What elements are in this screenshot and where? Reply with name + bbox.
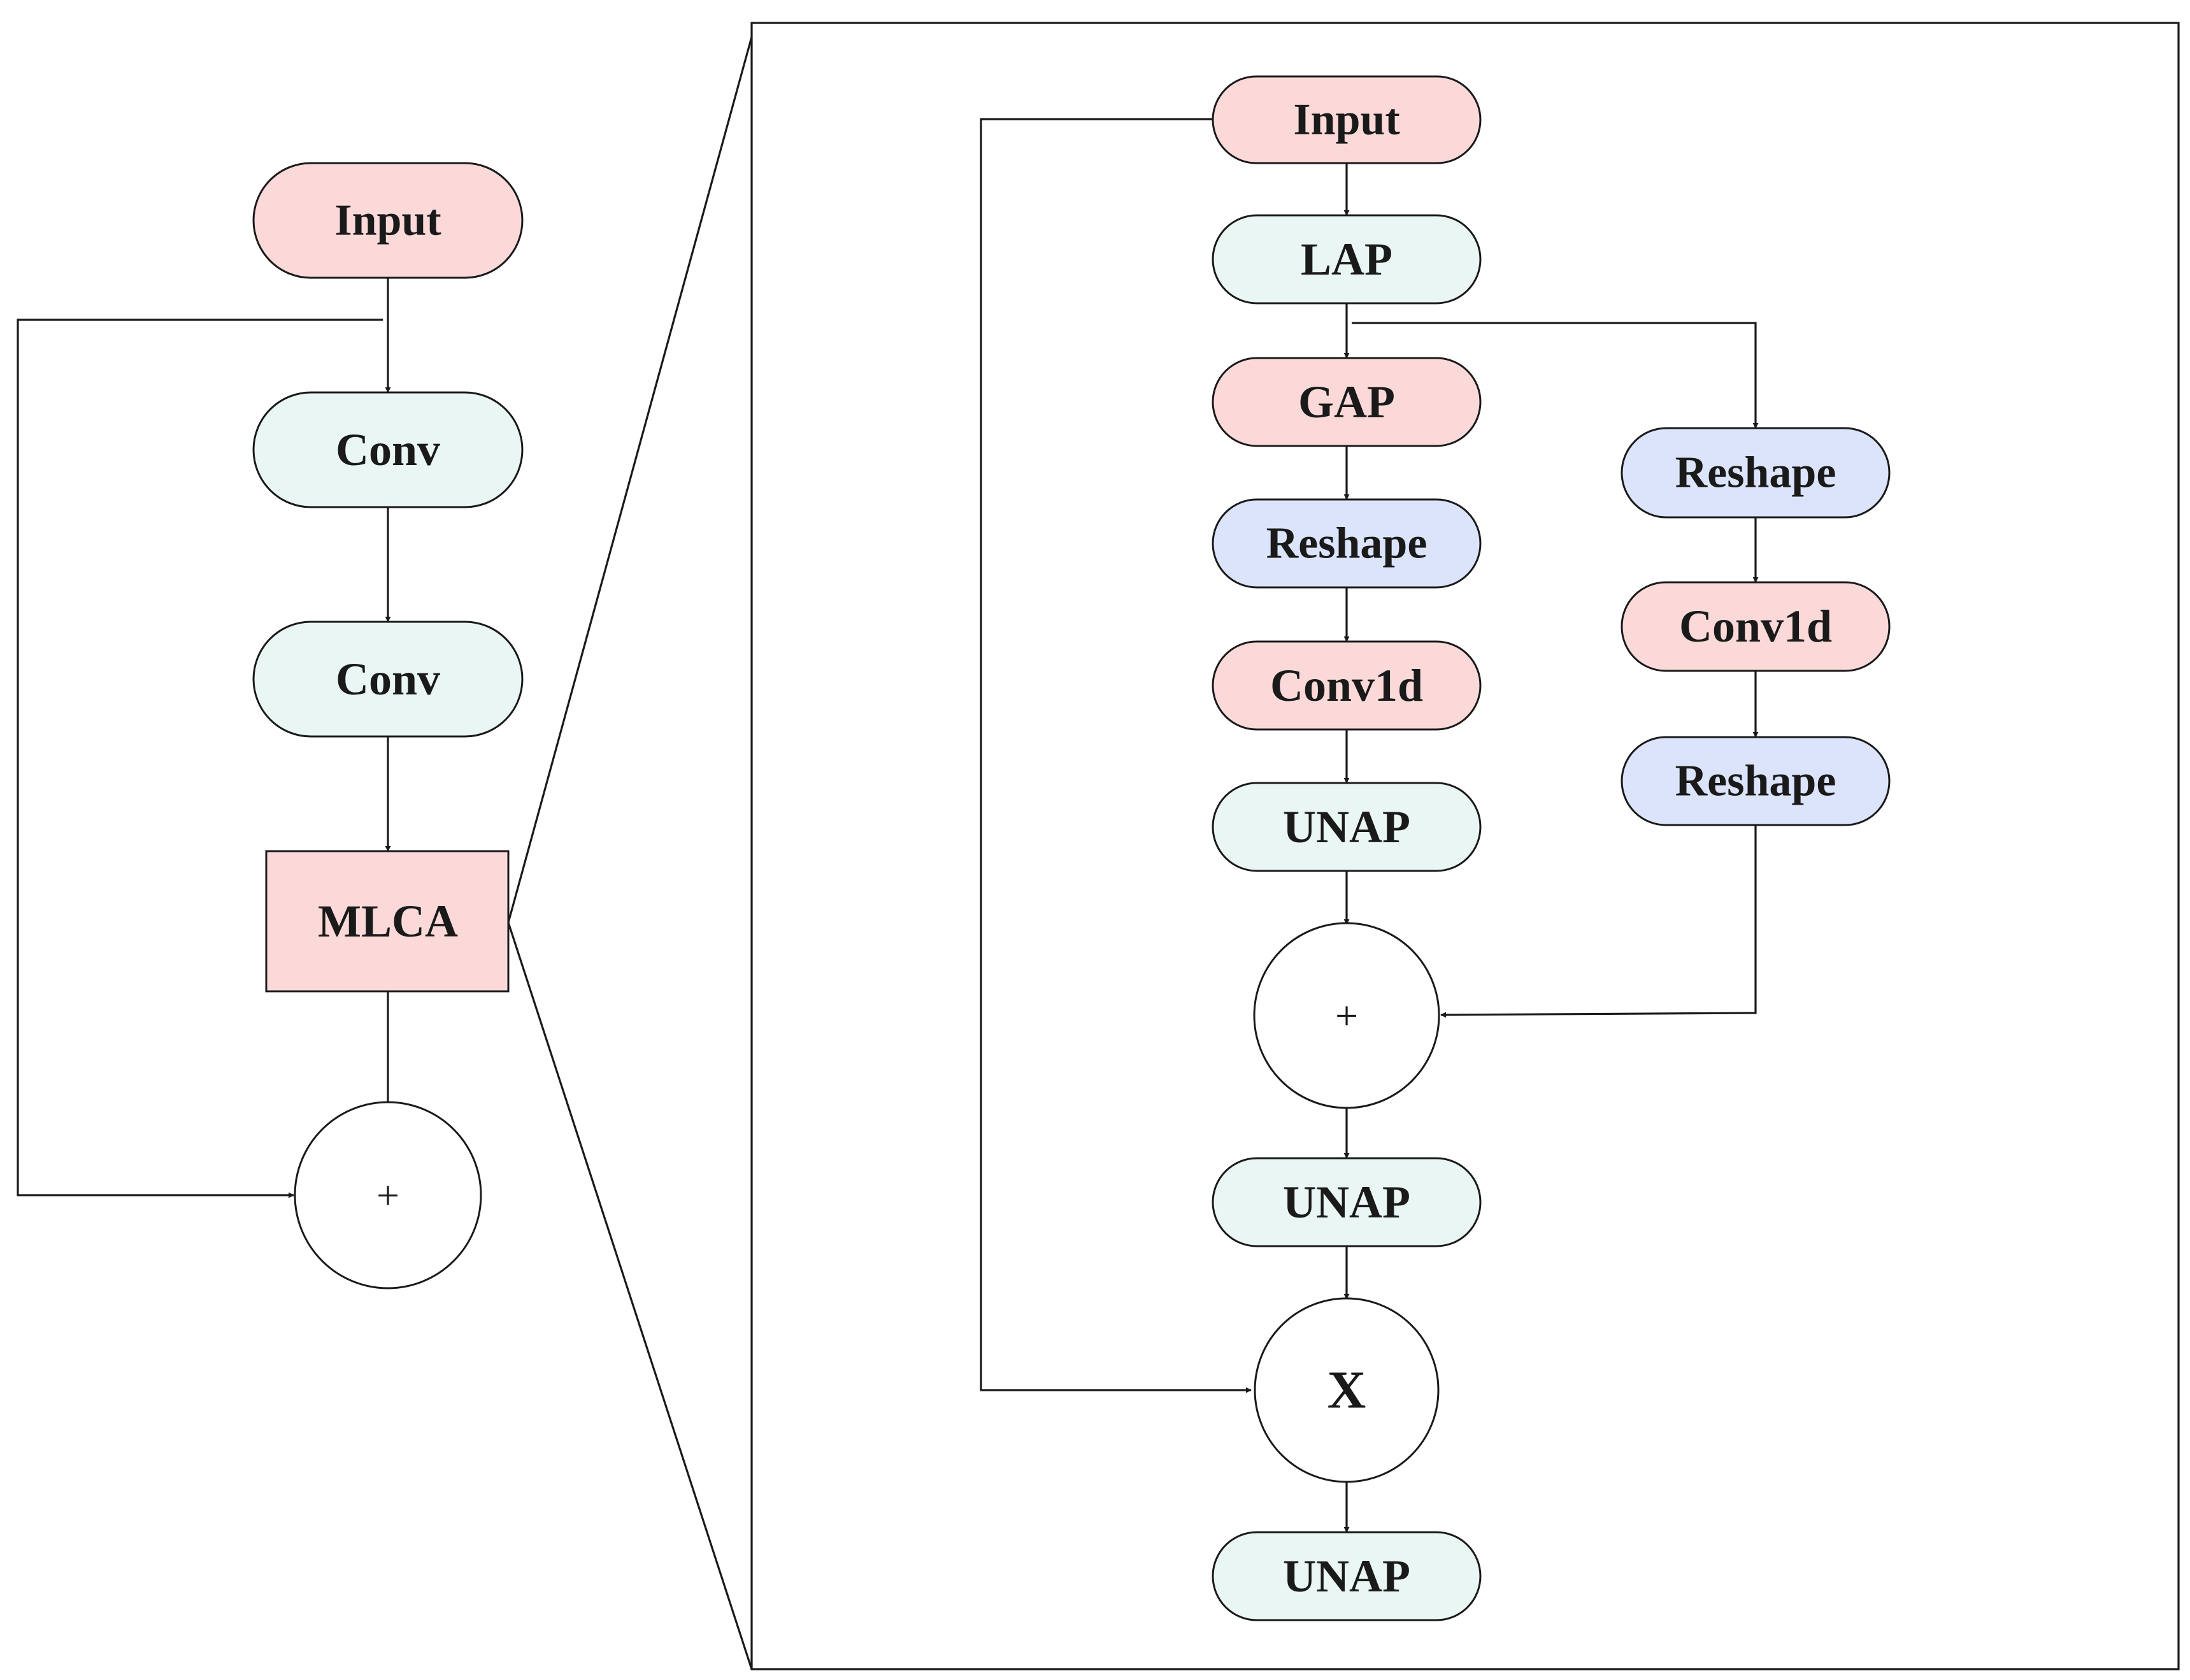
left-add-shape: [294, 1101, 482, 1289]
detail-conv1d-left-node: Conv1d: [1212, 640, 1482, 731]
detail-unap2-node: UNAP: [1212, 1157, 1482, 1247]
detail-reshape-right-top-node: Reshape: [1621, 427, 1891, 519]
left-input-node: Input: [252, 162, 524, 279]
detail-input-shape: [1212, 75, 1482, 164]
left-mlca-shape: [265, 850, 510, 993]
detail-conv1d-left-label: Conv1d: [1270, 660, 1423, 711]
left-input-label: Input: [334, 196, 441, 245]
detail-reshape-right-top-shape: [1621, 427, 1891, 519]
left-mlca-node: MLCA: [265, 850, 510, 993]
detail-multiply-label: X: [1328, 1361, 1366, 1420]
detail-input-node: Input: [1212, 75, 1482, 164]
detail-lap-label: LAP: [1301, 234, 1392, 285]
detail-reshape-left-label: Reshape: [1266, 519, 1428, 568]
detail-add-label: +: [1335, 993, 1358, 1038]
detail-conv1d-right-node: Conv1d: [1621, 581, 1891, 672]
left-conv2-shape: [252, 621, 524, 738]
left-conv2-label: Conv: [336, 654, 440, 705]
detail-unap3-node: UNAP: [1212, 1531, 1482, 1621]
detail-conv1d-left-shape: [1212, 640, 1482, 731]
detail-reshape-right-top-label: Reshape: [1675, 449, 1836, 498]
left-conv1-label: Conv: [336, 424, 440, 475]
arrow-d-reshape-right-bottom-to-add: [1440, 825, 1757, 1018]
left-mlca-label: MLCA: [318, 896, 458, 947]
detail-unap2-shape: [1212, 1157, 1482, 1247]
detail-multiply-shape: [1254, 1297, 1440, 1483]
detail-reshape-left-shape: [1212, 498, 1482, 589]
detail-reshape-right-bottom-shape: [1621, 736, 1891, 826]
detail-unap1-label: UNAP: [1283, 801, 1410, 852]
detail-gap-label: GAP: [1298, 377, 1395, 427]
detail-add-node: +: [1253, 922, 1440, 1109]
detail-reshape-right-bottom-label: Reshape: [1675, 757, 1836, 806]
left-conv1-node: Conv: [252, 391, 524, 508]
arrow-d-lap-to-reshape-right: [1352, 322, 1759, 429]
detail-reshape-left-node: Reshape: [1212, 498, 1482, 589]
detail-gap-shape: [1212, 357, 1482, 447]
left-conv1-shape: [252, 391, 524, 508]
left-skip-connection: [17, 319, 383, 1198]
detail-conv1d-right-label: Conv1d: [1679, 601, 1832, 652]
detail-unap2-label: UNAP: [1283, 1177, 1410, 1228]
detail-gap-node: GAP: [1212, 357, 1482, 447]
detail-add-shape: [1253, 922, 1440, 1109]
detail-lap-node: LAP: [1212, 214, 1482, 305]
mlca-detail-frame: [750, 22, 2180, 1670]
zoom-connector-bottom: [507, 922, 753, 1670]
detail-conv1d-right-shape: [1621, 581, 1891, 672]
detail-input-label: Input: [1293, 96, 1399, 145]
detail-unap1-shape: [1212, 782, 1482, 872]
left-add-label: +: [376, 1173, 399, 1218]
detail-unap1-node: UNAP: [1212, 782, 1482, 872]
zoom-connector-top: [507, 36, 753, 923]
arrow-d-input-skip-to-multiply: [980, 118, 1252, 1393]
detail-multiply-node: X: [1254, 1297, 1440, 1483]
detail-reshape-right-bottom-node: Reshape: [1621, 736, 1891, 826]
left-conv2-node: Conv: [252, 621, 524, 738]
left-input-shape: [252, 162, 524, 279]
left-add-node: +: [294, 1101, 482, 1289]
detail-lap-shape: [1212, 214, 1482, 305]
detail-unap3-label: UNAP: [1283, 1551, 1410, 1602]
detail-unap3-shape: [1212, 1531, 1482, 1621]
